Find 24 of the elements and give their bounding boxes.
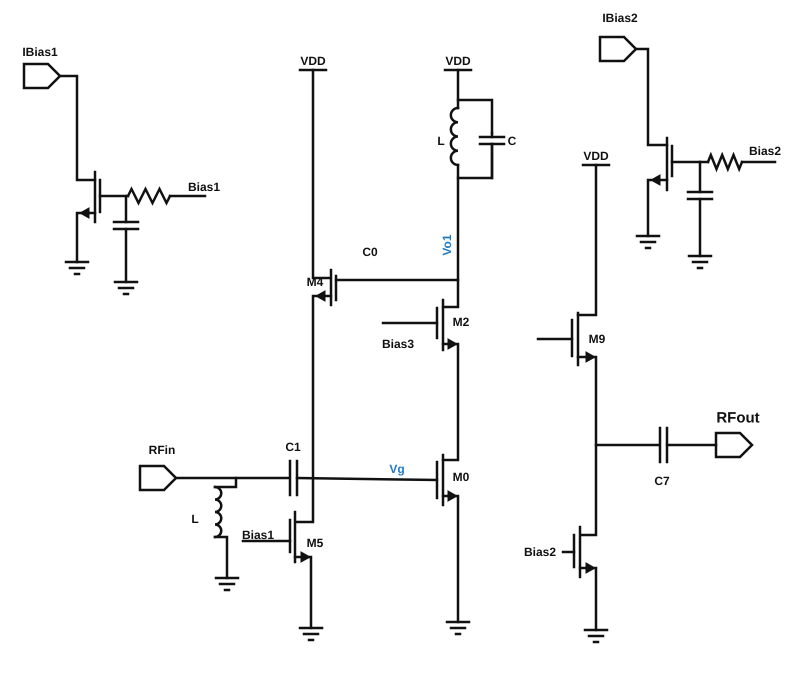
supply-label: VDD — [583, 150, 609, 162]
pin-label: RFout — [716, 410, 760, 426]
transistor-label: M5 — [306, 537, 324, 549]
pin-label: RFin — [148, 444, 176, 456]
component-label: C0 — [362, 246, 378, 258]
component-label: L — [437, 135, 445, 147]
supply-label: VDD — [300, 55, 326, 67]
supply-label: VDD — [445, 55, 471, 67]
net-label: Bias1 — [242, 529, 274, 541]
component-label: C1 — [285, 441, 301, 453]
pin-label: IBias1 — [22, 46, 58, 58]
transistor-label: M2 — [452, 316, 470, 328]
component-label: C7 — [654, 475, 670, 487]
net-label: Bias1 — [188, 181, 220, 193]
transistor-label: M9 — [588, 333, 606, 345]
net-label: Bias2 — [524, 546, 556, 558]
net-label: Bias3 — [382, 338, 414, 350]
component-label: L — [191, 513, 199, 525]
net-label: Bias2 — [748, 145, 782, 157]
net-label: Vo1 — [441, 234, 453, 256]
transistor-label: M0 — [452, 471, 470, 483]
component-label: C — [508, 135, 516, 147]
net-label: Vg — [389, 463, 405, 475]
pin-label: IBias2 — [602, 12, 638, 24]
